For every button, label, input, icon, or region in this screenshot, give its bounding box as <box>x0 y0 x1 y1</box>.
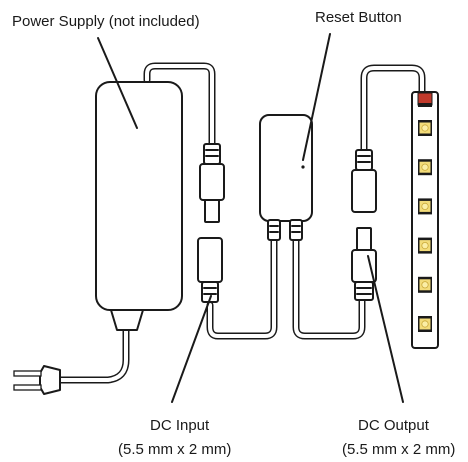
power-supply-body <box>95 81 183 311</box>
dc-output-spec: (5.5 mm x 2 mm) <box>342 441 455 458</box>
dc-input-leader-line <box>171 295 212 403</box>
ac-plug-prong-bottom <box>13 384 42 391</box>
led-chip <box>418 276 432 293</box>
dc-output-label: DC Output <box>358 417 430 434</box>
power-supply-label: Power Supply (not included) <box>12 13 200 30</box>
callouts: Power Supply (not included) Reset Button… <box>12 9 455 458</box>
reset-button-hole <box>301 165 305 169</box>
led-chip <box>418 237 432 254</box>
power-supply <box>95 81 183 331</box>
controller-body <box>259 114 313 222</box>
power-supply-leader-line <box>97 37 138 129</box>
ac-plug-body <box>39 365 61 395</box>
led-strip <box>411 91 439 349</box>
dc-output-leader-line <box>367 255 404 403</box>
reset-button-label: Reset Button <box>315 9 402 26</box>
dc-output-plug <box>351 227 377 301</box>
dc-input-label: DC Input <box>150 417 210 434</box>
led-strip-solder-pads <box>418 103 432 107</box>
reset-button-leader-line <box>302 33 331 161</box>
led-chip <box>418 198 432 215</box>
ac-plug-prong-top <box>13 370 42 377</box>
power-supply-cord-boot <box>110 309 144 331</box>
led-chips <box>418 120 432 332</box>
led-chip <box>418 159 432 176</box>
ac-cord <box>56 324 130 384</box>
led-chip <box>418 316 432 332</box>
controller <box>259 114 313 241</box>
led-chip <box>418 120 432 136</box>
strip-dc-jack <box>351 149 377 213</box>
dc-input-jack <box>197 237 223 303</box>
power-supply-dc-plug <box>199 143 225 223</box>
dc-input-spec: (5.5 mm x 2 mm) <box>118 441 231 458</box>
cables <box>56 62 426 384</box>
ac-plug <box>13 365 61 395</box>
